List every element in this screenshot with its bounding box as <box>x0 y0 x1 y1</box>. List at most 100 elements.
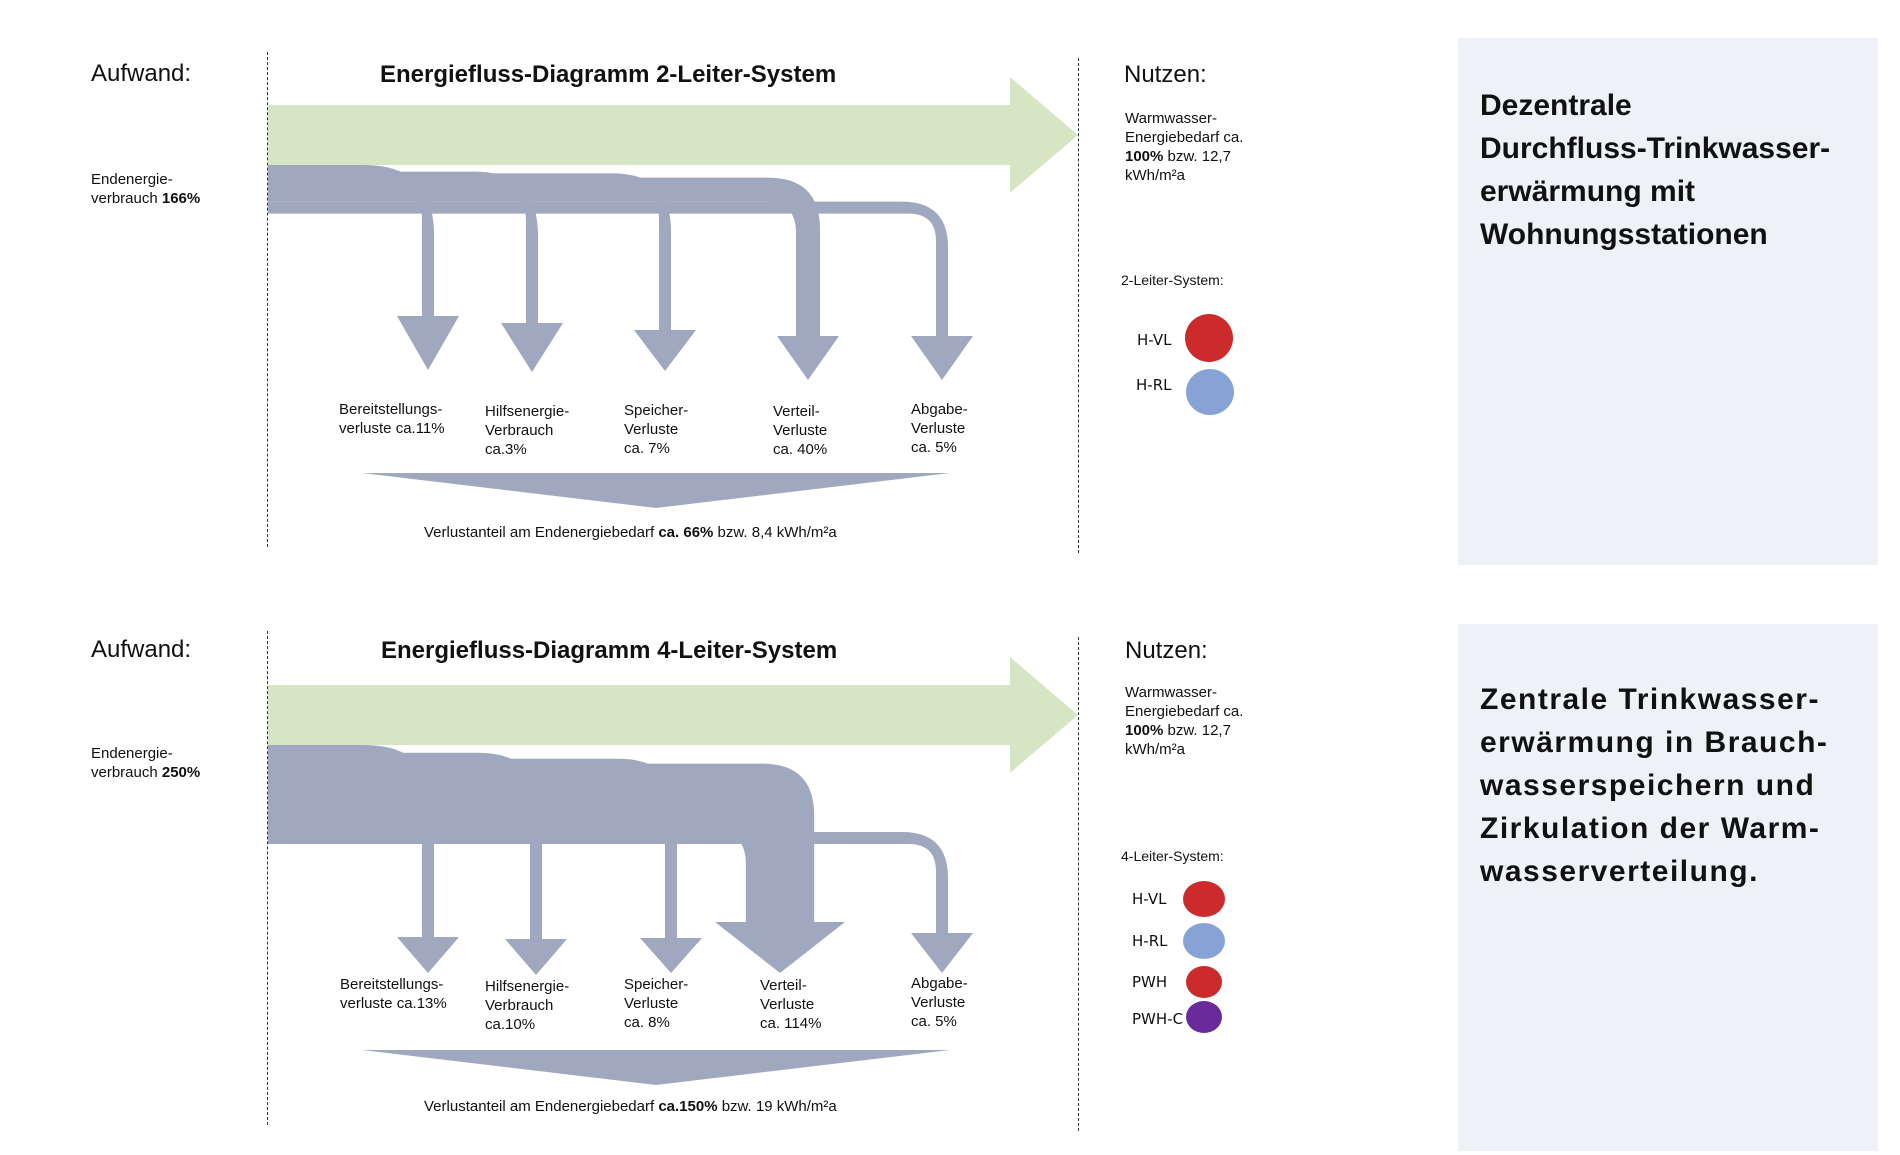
useful-line3: bzw. 12,7 <box>1163 148 1231 165</box>
loss-line2: Verluste <box>773 422 828 439</box>
divider-left <box>267 631 268 1125</box>
loss-line2: Verluste <box>911 994 966 1011</box>
loss-line1: Hilfsenergie- <box>485 978 570 995</box>
input-label-line1: Endenergie- <box>91 745 173 762</box>
legend-dot-h-rl <box>1186 369 1234 415</box>
diagram-title: Energiefluss-Diagramm 2-Leiter-System <box>380 61 837 88</box>
side-line: Wohnungsstationen <box>1480 218 1768 251</box>
legend-label-pwh-c: PWH-C <box>1132 1010 1184 1028</box>
loss-line1: Hilfsenergie- <box>485 403 570 420</box>
loss-branch-arrow-1 <box>268 171 563 372</box>
total-post: bzw. 19 kWh/m²a <box>717 1098 837 1115</box>
useful-energy-arrow <box>268 657 1078 773</box>
loss-line3: ca. 40% <box>773 441 828 458</box>
legend-dot-h-vl <box>1185 314 1233 362</box>
legend-dot-pwh-c <box>1186 1001 1222 1033</box>
loss-line3: ca. 5% <box>911 1013 957 1030</box>
loss-branch-arrow-4 <box>268 201 973 380</box>
loss-line1: Abgabe- <box>911 401 968 418</box>
input-label-line2: verbrauch <box>91 190 162 207</box>
total-post: bzw. 8,4 kWh/m²a <box>713 524 837 541</box>
loss-total-chevron <box>362 473 950 508</box>
loss-line1: Speicher- <box>624 402 689 419</box>
side-text: Zentrale Trinkwasser- erwärmung in Brauc… <box>1480 678 1828 893</box>
loss-line1: Bereitstellungs- <box>340 976 444 993</box>
loss-label-abgabe: Abgabe- Verluste ca. 5% <box>911 400 968 457</box>
loss-branch-arrow-1 <box>268 752 567 975</box>
divider-right <box>1078 637 1079 1131</box>
side-line: Zentrale Trinkwasser- <box>1480 683 1820 716</box>
loss-line1: Abgabe- <box>911 975 968 992</box>
useful-line1: Warmwasser- <box>1125 110 1217 127</box>
input-label: Endenergie- verbrauch 166% <box>91 170 200 208</box>
loss-label-verteil: Verteil- Verluste ca. 40% <box>773 402 827 459</box>
loss-line1: Bereitstellungs- <box>339 401 443 418</box>
useful-line4: kWh/m²a <box>1125 741 1185 758</box>
flow-diagram-4-leiter <box>268 657 1078 1085</box>
legend-title: 4-Leiter-System: <box>1121 848 1224 864</box>
loss-line2: verluste ca.11% <box>339 420 445 437</box>
useful-percent: 100% <box>1125 148 1164 165</box>
diagram-panel-4-leiter: Aufwand: Energiefluss-Diagramm 4-Leiter-… <box>0 577 1430 1131</box>
useful-percent: 100% <box>1125 722 1164 739</box>
useful-line1: Warmwasser- <box>1125 684 1217 701</box>
side-line: Dezentrale <box>1480 89 1632 122</box>
input-value: 166% <box>161 190 201 207</box>
useful-line2: Energiebedarf ca. <box>1125 703 1244 720</box>
loss-total-chevron <box>362 1050 950 1085</box>
aufwand-label: Aufwand: <box>91 636 192 663</box>
input-label-line2: verbrauch <box>91 764 162 781</box>
loss-line3: ca. 5% <box>911 439 957 456</box>
side-line: wasserspeichern und <box>1480 769 1816 802</box>
input-label: Endenergie- verbrauch 250% <box>91 744 200 782</box>
legend-title: 2-Leiter-System: <box>1121 272 1224 288</box>
loss-line2: Verluste <box>624 995 679 1012</box>
loss-line2: Verluste <box>760 996 815 1013</box>
useful-energy-arrow <box>268 77 1078 193</box>
side-line: Zirkulation der Warm- <box>1480 812 1821 845</box>
legend-label-pwh: PWH <box>1132 973 1168 991</box>
loss-line2: Verluste <box>624 421 679 438</box>
legend-label-h-rl: H-RL <box>1136 376 1172 394</box>
loss-label-abgabe: Abgabe- Verluste ca. 5% <box>911 974 968 1031</box>
loss-line3: ca. 7% <box>624 440 670 457</box>
loss-branch-arrow-3 <box>268 177 839 380</box>
loss-label-bereitstellung: Bereitstellungs-verluste ca.11% <box>339 400 445 438</box>
loss-line2: verluste ca.13% <box>340 995 447 1012</box>
divider-right <box>1078 58 1079 553</box>
total-value: ca. 66% <box>658 524 714 541</box>
loss-line3: ca.10% <box>485 1016 536 1033</box>
loss-line2: Verbrauch <box>485 422 554 439</box>
useful-label: Warmwasser- Energiebedarf ca. 100% bzw. … <box>1125 109 1243 185</box>
side-line: erwärmung in Brauch- <box>1480 726 1829 759</box>
legend-dot-pwh <box>1186 966 1222 998</box>
input-value: 250% <box>161 764 201 781</box>
loss-total-label: Verlustanteil am Endenergiebedarf ca. 66… <box>424 523 837 542</box>
nutzen-label: Nutzen: <box>1124 61 1207 88</box>
aufwand-label: Aufwand: <box>91 60 192 87</box>
legend-dot-h-rl <box>1183 923 1225 959</box>
useful-line4: kWh/m²a <box>1125 167 1185 184</box>
legend-label-h-vl: H-VL <box>1132 890 1167 908</box>
side-box-zentral: Zentrale Trinkwasser- erwärmung in Brauc… <box>1458 624 1878 1151</box>
useful-line3: bzw. 12,7 <box>1163 722 1231 739</box>
loss-branch-arrow-4 <box>268 832 973 973</box>
loss-line1: Verteil- <box>773 403 820 420</box>
total-pre: Verlustanteil am Endenergiebedarf <box>424 1098 659 1115</box>
loss-branch-arrow-2 <box>268 173 696 371</box>
loss-line3: ca.3% <box>485 441 527 458</box>
diagram-panel-2-leiter: Aufwand: Energiefluss-Diagramm 2-Leiter-… <box>0 0 1430 553</box>
legend-label-h-vl: H-VL <box>1137 331 1172 349</box>
loss-branch-arrow-2 <box>268 758 702 973</box>
loss-line1: Verteil- <box>760 977 807 994</box>
side-line: erwärmung mit <box>1480 175 1696 208</box>
side-line: Durchfluss-Trinkwasser- <box>1480 132 1831 165</box>
side-box-dezentral: Dezentrale Durchfluss-Trinkwasser- erwär… <box>1458 38 1878 565</box>
loss-line2: Verluste <box>911 420 966 437</box>
loss-branch-arrow-0 <box>268 745 459 973</box>
loss-line1: Speicher- <box>624 976 689 993</box>
side-text: Dezentrale Durchfluss-Trinkwasser- erwär… <box>1480 84 1830 256</box>
